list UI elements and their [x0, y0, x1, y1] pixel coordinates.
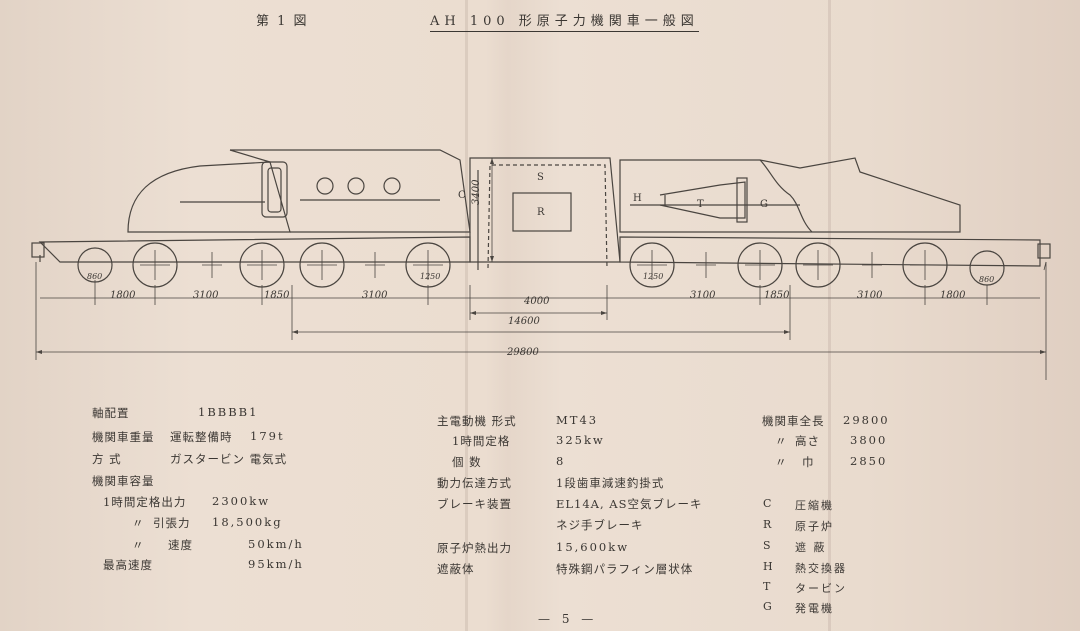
spec-key: 巾 [802, 455, 815, 469]
ditto-mark: 〃 [132, 538, 145, 552]
dimension-lines [35, 158, 1047, 380]
right-coupler [1037, 243, 1051, 259]
spacing-dimension: 4000 [524, 296, 550, 307]
spec-key: 動力伝達方式 [437, 476, 512, 490]
porthole-window [347, 177, 365, 195]
span-dimension: 14600 [508, 316, 540, 327]
legend-name: 圧縮機 [795, 499, 834, 512]
left-cab-window [261, 161, 288, 218]
spec-value: EL14A, AS空気ブレーキ [556, 497, 703, 511]
spec-value: 1BBBB1 [198, 405, 259, 419]
label-turbine: T [697, 199, 704, 210]
spacing-dimension: 1800 [110, 290, 136, 301]
spec-value: 3800 [850, 433, 888, 447]
spec-value: ネジ手ブレーキ [556, 518, 644, 532]
spacing-dimension: 1850 [264, 290, 290, 301]
spec-value: 95km/h [248, 557, 304, 571]
legend-code: S [763, 539, 771, 552]
spec-key: 速度 [168, 538, 193, 552]
spec-key: 高さ [795, 434, 820, 448]
legend-code: G [763, 600, 772, 613]
drawing-title: AH 100 形原子力機関車一般図 [430, 10, 699, 32]
spacing-dimension: 3100 [193, 290, 219, 301]
spec-value: ガスタービン 電気式 [170, 452, 288, 466]
spec-key: 機関車容量 [92, 474, 155, 488]
legend-name: 発電機 [795, 602, 834, 615]
label-compressor: C [458, 190, 466, 201]
ditto-mark: 〃 [775, 434, 788, 448]
label-generator: G [760, 199, 768, 210]
label-reactor: R [537, 207, 545, 218]
legend-code: H [763, 560, 773, 573]
spec-value: 50km/h [248, 537, 304, 551]
reactor-compartment [469, 157, 621, 263]
reactor-box [512, 192, 572, 232]
spec-key: 軸配置 [92, 406, 130, 420]
spacing-dimension: 3100 [362, 290, 388, 301]
spec-key: 最高速度 [103, 558, 153, 572]
wheel-diameter: 1250 [643, 272, 664, 281]
label-shield: S [537, 172, 544, 183]
legend-name: 遮 蔽 [795, 541, 827, 554]
ditto-mark: 〃 [775, 455, 788, 469]
spec-key: 原子炉熱出力 [437, 541, 512, 555]
spec-key: 引張力 [153, 516, 191, 530]
left-coupler [31, 242, 45, 258]
legend-code: R [763, 518, 772, 531]
spec-value: MT43 [556, 413, 599, 427]
spec-value: 1段歯車減速釣掛式 [556, 476, 665, 490]
legend-name: 原子炉 [795, 520, 834, 533]
spec-key: 個 数 [452, 455, 482, 469]
legend-name: 熱交換器 [795, 562, 847, 575]
spacing-dimension: 1800 [940, 290, 966, 301]
left-cab-nose [127, 161, 291, 233]
legend-code: C [763, 497, 772, 510]
total-length-dimension: 29800 [507, 347, 539, 358]
spec-key: 遮蔽体 [437, 562, 475, 576]
legend-name: タービン [795, 582, 847, 595]
page-number: — 5 — [538, 612, 598, 626]
label-heat-exchanger: H [633, 193, 642, 204]
spacing-dimension: 3100 [857, 290, 883, 301]
figure-number: 第 1 図 [256, 14, 309, 29]
spec-value: 179t [250, 429, 285, 443]
spec-key: 1時間定格出力 [103, 495, 187, 509]
spacing-dimension: 3100 [690, 290, 716, 301]
spec-value: 18,500kg [212, 515, 283, 529]
porthole-window [316, 177, 334, 195]
spec-value: 29800 [843, 413, 890, 427]
fold-line [828, 0, 831, 631]
spec-sub: 運転整備時 [170, 430, 233, 444]
left-body [230, 149, 471, 233]
right-body [619, 157, 961, 233]
spec-value: 特殊鋼パラフィン層状体 [556, 562, 694, 576]
height-dimension: 3400 [471, 179, 482, 205]
porthole-window [383, 177, 401, 195]
wheel-diameter: 860 [87, 272, 103, 281]
spec-value: 8 [556, 454, 566, 468]
spec-key: 1時間定格 [452, 434, 511, 448]
wheel-diameter: 1250 [420, 272, 441, 281]
left-underframe [38, 236, 471, 263]
spec-value: 325kw [556, 433, 605, 447]
spec-key: 機関車全長 [762, 414, 825, 428]
fold-line [465, 0, 468, 631]
spec-value: 2850 [850, 454, 888, 468]
spacing-dimension: 1850 [764, 290, 790, 301]
turbine-casing [659, 181, 746, 219]
spec-value: 15,600kw [556, 540, 630, 554]
spec-key: 機関車重量 [92, 430, 155, 444]
wheel-diameter: 860 [979, 275, 995, 284]
spec-key: ブレーキ装置 [437, 497, 512, 511]
spec-key: 方 式 [92, 452, 122, 466]
spec-value: 2300kw [212, 494, 271, 508]
ditto-mark: 〃 [132, 516, 145, 530]
right-underframe [619, 236, 1041, 267]
spec-key: 主電動機 形式 [437, 414, 517, 428]
legend-code: T [763, 580, 771, 593]
